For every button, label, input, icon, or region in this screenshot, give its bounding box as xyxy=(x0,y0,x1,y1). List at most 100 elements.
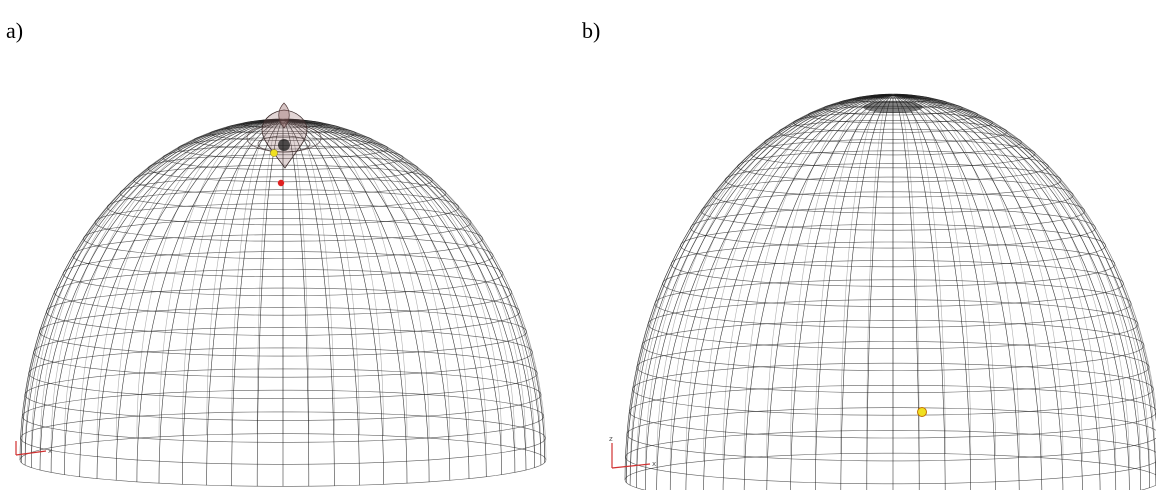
axis-x-letter-b: x xyxy=(652,460,656,468)
dome-a-meridian xyxy=(64,119,284,446)
dome-a-meridian xyxy=(182,119,284,485)
dome-a-meridian xyxy=(231,119,284,486)
dome-a-meridian xyxy=(282,119,384,485)
dome-a-parallel xyxy=(83,218,483,259)
dome-a-meridian xyxy=(79,119,284,444)
dome-a-meridian xyxy=(31,119,284,468)
dome-a-parallel xyxy=(242,119,324,129)
dome-a-parallel xyxy=(28,347,538,399)
dome-a-parallel xyxy=(24,368,542,421)
dome-a-meridian xyxy=(282,119,527,450)
yellow-node-marker xyxy=(270,149,278,157)
dome-a-parallel xyxy=(209,125,357,141)
dome-a-parallel xyxy=(259,118,307,124)
dome-a-meridian xyxy=(136,118,284,439)
dome-a-meridian xyxy=(282,119,451,440)
dome-a-meridian xyxy=(282,118,310,434)
panel-a-label: a) xyxy=(6,18,24,43)
dome-b-meridian xyxy=(703,94,894,462)
dome-a-meridian xyxy=(158,119,284,484)
dome-b-parallel xyxy=(870,93,916,99)
dome-b-parallel xyxy=(823,100,963,116)
dome-b-meridian xyxy=(656,94,894,468)
dome-a-meridian xyxy=(282,118,430,439)
axis-x-letter-a: x xyxy=(48,447,52,455)
dome-b-meridian xyxy=(866,93,894,454)
dome-b-parallel xyxy=(737,150,1049,183)
dome-a-parallel xyxy=(33,327,533,378)
dome-a-meridian xyxy=(282,118,408,437)
dome-a-meridian xyxy=(182,118,284,436)
dome-b-meridian xyxy=(892,94,1150,488)
dome-a-parallel xyxy=(94,203,472,242)
dome-a-meridian xyxy=(282,119,310,487)
dome-a-parallel xyxy=(21,389,545,443)
dome-a-meridian xyxy=(283,119,535,453)
dome-b-parallel xyxy=(778,120,1008,144)
dome-a-meridian xyxy=(282,119,535,468)
dome-a-meridian xyxy=(282,119,335,486)
dome-a-meridian xyxy=(136,119,284,482)
dome-a-parallel xyxy=(276,119,290,121)
dome-b-parallel xyxy=(854,94,932,103)
dome-a-meridian xyxy=(282,119,547,461)
dome-a-meridian xyxy=(282,119,545,458)
dome-b-parallel xyxy=(712,176,1074,214)
dome-a-meridian xyxy=(282,119,542,466)
dome-b-parallel xyxy=(626,407,1156,462)
dome-a-meridian xyxy=(282,119,487,477)
dome-a-parallel xyxy=(147,154,419,183)
dome-b-parallel xyxy=(624,452,1156,490)
dome-a-apex-deformation xyxy=(246,102,322,169)
dome-a-meridian xyxy=(282,118,360,435)
dome-a-meridian xyxy=(282,119,502,446)
dome-b-parallel xyxy=(793,112,993,133)
dome-a-meridian xyxy=(21,119,284,458)
dome-a-meridian xyxy=(282,119,451,481)
red-node-marker xyxy=(277,179,285,187)
dome-a-parallel xyxy=(226,122,340,134)
dome-b-meridian xyxy=(892,93,996,456)
dome-b-meridian xyxy=(624,94,894,481)
yellow-node-marker-b xyxy=(917,407,927,417)
dome-b-meridian xyxy=(790,93,894,456)
dome-a-parallel xyxy=(177,137,389,159)
dome-a-meridian xyxy=(282,119,545,463)
dome-a-meridian xyxy=(39,119,284,450)
dome-a-meridian xyxy=(79,119,284,477)
dome-a-meridian xyxy=(282,119,516,448)
dome-b-parallel xyxy=(764,128,1022,156)
coordinate-triad-b: z x xyxy=(609,435,656,469)
dome-a-meridian xyxy=(115,119,284,481)
dome-a-parallel xyxy=(162,145,404,170)
dome-a-parallel xyxy=(72,234,494,277)
dome-b-parallel xyxy=(700,191,1085,231)
dome-a-meridian xyxy=(206,119,284,486)
dome-b-parallel xyxy=(625,430,1156,485)
dome-a-meridian xyxy=(39,119,284,471)
dome-b-meridian xyxy=(892,94,1130,468)
dome-a-meridian xyxy=(21,119,284,463)
dome-a-meridian xyxy=(24,119,284,466)
dome-a-meridian xyxy=(282,119,360,486)
dome-a-meridian xyxy=(64,119,284,475)
dome-a-parallel xyxy=(20,411,546,465)
dome-a-parallel xyxy=(45,287,520,336)
dome-a-meridian xyxy=(282,119,502,475)
coordinate-triad-a: x xyxy=(15,441,52,456)
dome-a-parallel xyxy=(193,130,373,150)
dome-a-meridian xyxy=(50,119,284,473)
dome-a-parallel xyxy=(62,251,504,296)
dome-b-meridian xyxy=(636,94,894,488)
dome-a-meridian xyxy=(96,119,284,442)
dome-b-parallel xyxy=(886,94,900,96)
dome-a-meridian xyxy=(256,119,284,487)
axis-z-letter-b: z xyxy=(609,435,613,443)
dome-b-apex-dense-mesh xyxy=(863,101,923,113)
dome-a-parallel xyxy=(39,307,527,357)
dome-b-parallel xyxy=(724,163,1062,198)
dome-a-meridian xyxy=(282,119,527,471)
dome-b-parallel xyxy=(750,139,1036,169)
dome-a-meridian xyxy=(115,119,284,440)
